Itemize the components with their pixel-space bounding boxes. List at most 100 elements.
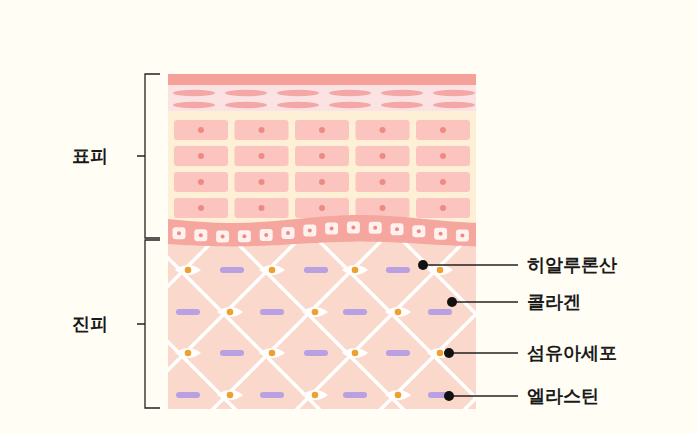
leader-dot [447,297,457,307]
cell-nucleus [198,205,204,211]
basal-cell [238,230,251,242]
basal-cell [325,223,338,235]
cell-nucleus [319,153,325,159]
epidermis-bracket [145,74,160,238]
spiny-cell [174,120,228,140]
fibroblast [175,348,201,358]
elastin-fiber [304,350,328,356]
elastin-fiber [343,392,367,398]
spiny-cell [356,120,410,140]
component-label: 히알루론산 [527,254,617,276]
elastin-fiber [176,309,200,315]
cell-nucleus [380,153,386,159]
leader-line [452,301,518,302]
basal-layer [168,215,476,246]
cell-nucleus [198,153,204,159]
cell-nucleus [177,231,181,235]
elastin-fiber [260,392,284,398]
dermis [168,232,476,409]
flat-cell [381,102,423,109]
fibroblast [385,390,411,400]
basal-cell [369,222,382,234]
fibroblast-nucleus [395,392,402,399]
spiny-cell [174,146,228,166]
elastin-fiber [386,267,410,273]
fibroblast-nucleus [312,309,319,316]
leader-dot [444,391,454,401]
spiny-cell [174,172,228,192]
fibroblast-nucleus [352,267,359,274]
basal-cell [391,223,404,235]
spiny-cell [235,120,289,140]
leader-line [449,395,518,396]
cell-nucleus [221,234,225,238]
fibroblast [427,265,453,275]
dermis-bracket [145,240,160,408]
elastin-fiber [304,267,328,273]
cell-nucleus [259,153,265,159]
fibroblast-nucleus [395,309,402,316]
fiber [202,232,392,409]
fibroblast [342,265,368,275]
fiber [168,232,330,409]
basal-cell [303,225,316,237]
flat-cell [277,90,319,97]
layer-label: 표피 [72,145,108,167]
fibroblast [342,348,368,358]
spiny-cell [235,146,289,166]
flat-cells [173,90,475,109]
cell-nucleus [286,231,290,235]
epidermis-ground [168,74,476,224]
fibroblast-nucleus [437,267,444,274]
cell-nucleus [259,205,265,211]
fibroblast [259,265,285,275]
basal-cell [216,230,229,242]
leader-line [449,352,518,353]
cell-nucleus [440,179,446,185]
component-label: 섬유아세포 [527,342,617,364]
cell-nucleus [440,127,446,133]
cell-nucleus [351,226,355,230]
elastin-fiber [220,350,244,356]
spiny-cell [235,172,289,192]
fibroblast [217,307,243,317]
spiny-cell [235,198,289,218]
elastin-fiber [428,309,452,315]
elastin-fiber [386,350,410,356]
flat-cell [433,90,475,97]
component-label: 콜라겐 [527,291,581,313]
fibroblast [385,307,411,317]
spiny-cell [356,172,410,192]
flat-cell [329,102,371,109]
spiny-cell [416,146,470,166]
basal-cell [173,227,186,239]
spiny-cell [356,146,410,166]
fibroblast-nucleus [227,309,234,316]
cell-nucleus [242,234,246,238]
elastin-fiber [176,392,200,398]
flat-cell [225,102,267,109]
fibroblast-nucleus [269,267,276,274]
basal-cells [173,222,469,243]
fiber [286,232,476,409]
leader-dots [418,260,457,401]
fibroblast-nucleus [185,350,192,357]
elastin-fiber [260,309,284,315]
basal-cell [260,229,273,241]
flat-cell [277,102,319,109]
flat-cell [173,102,215,109]
bracket-tick [137,156,145,324]
leader-line [423,264,518,265]
layer-label: 진피 [72,313,108,335]
fiber [370,232,476,409]
dermis-cells [175,265,453,400]
cell-nucleus [417,229,421,233]
elastin-fiber [343,309,367,315]
spiny-cell [174,198,228,218]
basal-cell [456,230,469,242]
fiber [454,232,476,409]
fiber [168,232,246,409]
fiber [392,232,476,409]
